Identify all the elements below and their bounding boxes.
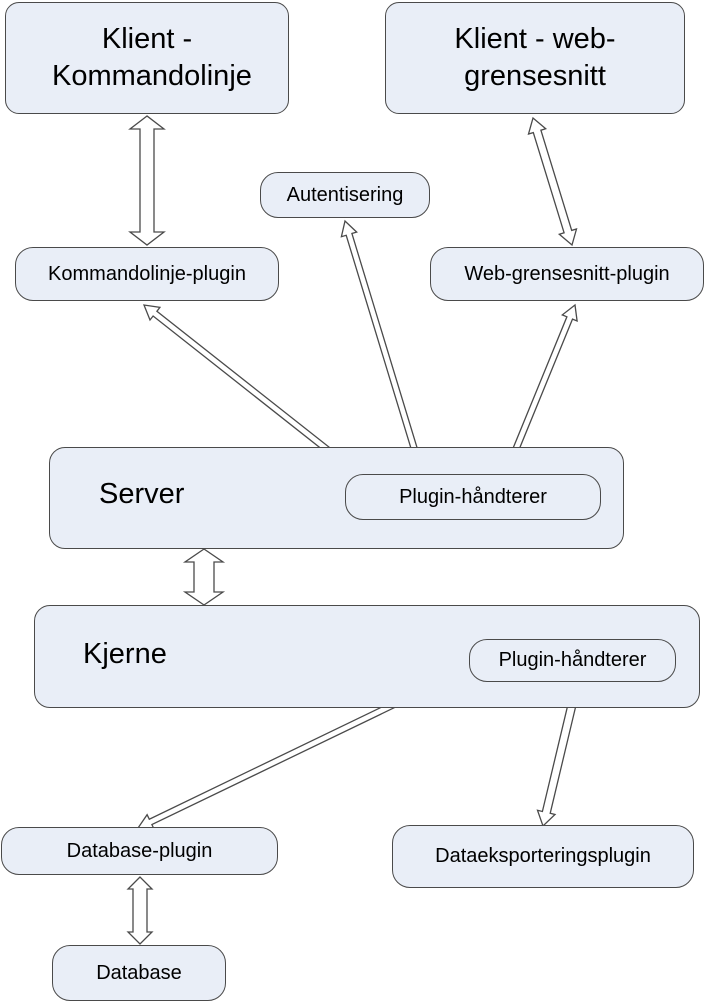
server-plugin-handler-box: Plugin-håndterer [345, 474, 601, 520]
server-label: Server [99, 478, 185, 510]
client-cli-box: Klient - Kommandolinje [5, 2, 289, 114]
client-web-label: Klient - web-grensesnitt [454, 23, 616, 92]
cli-plugin-box: Kommandolinje-plugin [15, 247, 279, 301]
core-label: Kjerne [83, 638, 167, 670]
export-plugin-label: Dataeksporteringsplugin [435, 845, 651, 867]
auth-box: Autentisering [260, 172, 430, 218]
db-plugin-box: Database-plugin [1, 827, 278, 875]
web-plugin-label: Web-grensesnitt-plugin [464, 262, 670, 285]
core-plugin-handler-box: Plugin-håndterer [469, 639, 676, 682]
cli-plugin-label: Kommandolinje-plugin [48, 262, 246, 285]
server-plugin-handler-label: Plugin-håndterer [399, 485, 547, 508]
database-box: Database [52, 945, 226, 1001]
client-cli-label: Klient - Kommandolinje [52, 23, 252, 92]
core-plugin-handler-label: Plugin-håndterer [498, 649, 647, 671]
arrow-server-to-core [182, 548, 226, 606]
arrow-auth-to-server-handler [340, 219, 426, 473]
arrow-client-cli-to-cli-plugin [128, 115, 166, 246]
db-plugin-label: Database-plugin [66, 839, 213, 862]
arrow-db-plugin-to-database [126, 876, 154, 945]
arrow-client-web-to-web-plugin [527, 116, 578, 247]
client-web-box: Klient - web-grensesnitt [385, 2, 685, 114]
web-plugin-box: Web-grensesnitt-plugin [430, 247, 704, 301]
auth-label: Autentisering [286, 183, 404, 206]
database-label: Database [96, 961, 182, 984]
export-plugin-box: Dataeksporteringsplugin [392, 825, 694, 888]
